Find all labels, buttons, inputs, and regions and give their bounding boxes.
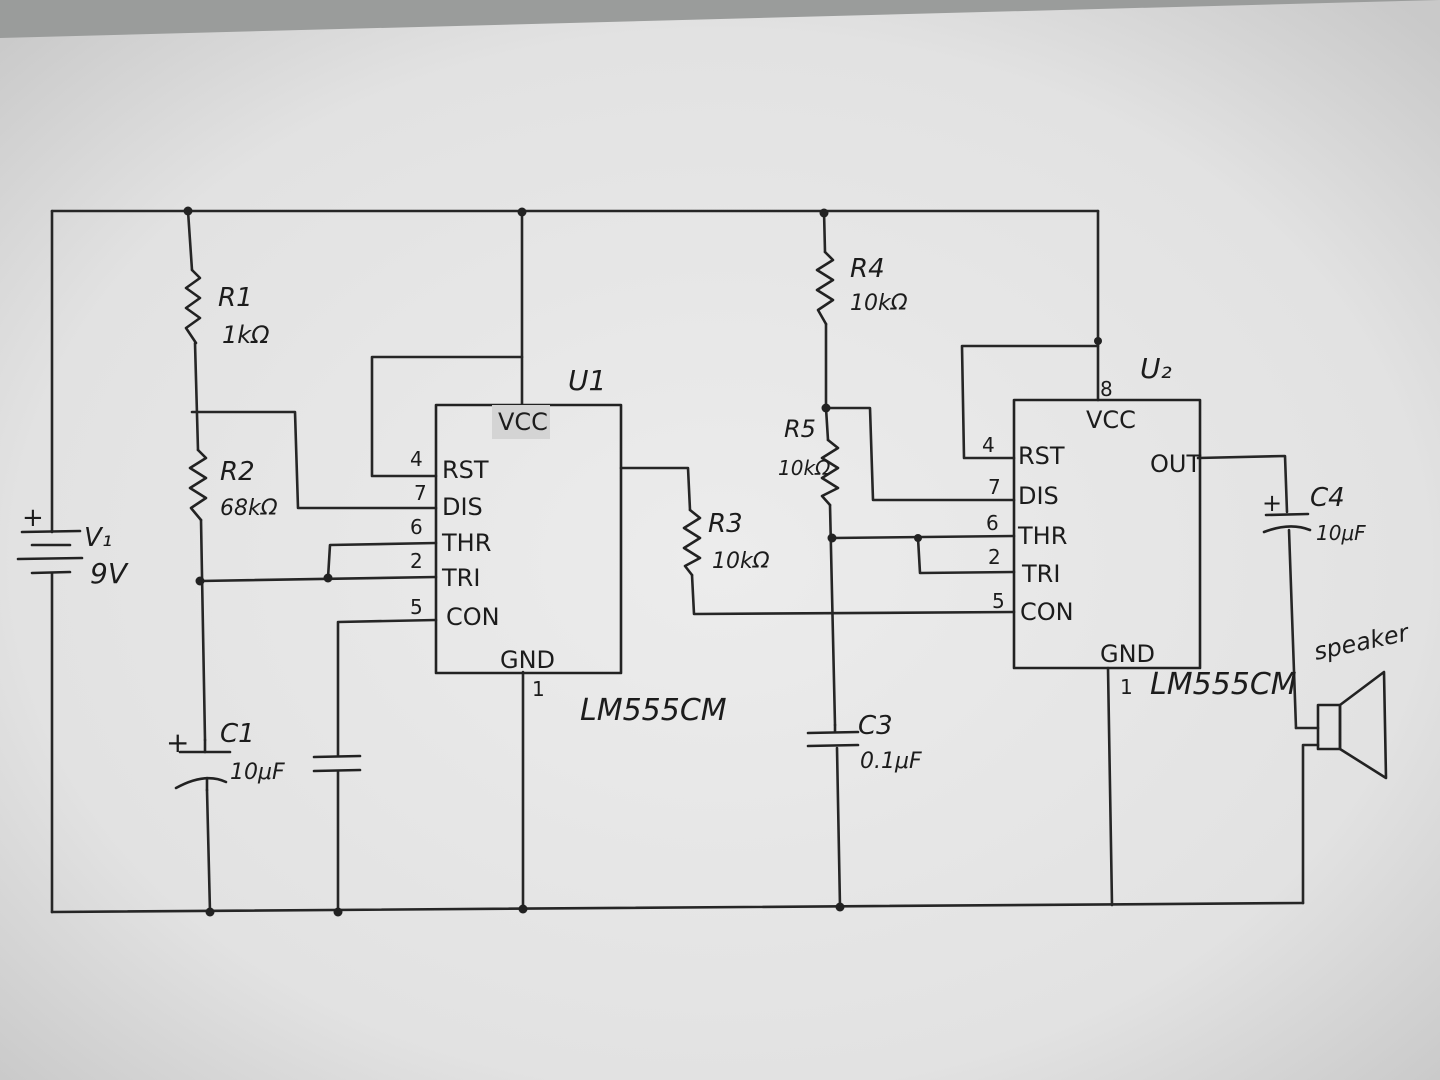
u2-gnd-label: GND	[1100, 640, 1155, 668]
u2-pin-num: 7	[988, 475, 1001, 499]
u2-vcc-pin: 8	[1100, 377, 1113, 401]
u1-ref: U1	[568, 364, 606, 397]
resistor-r4: R4 10kΩ	[815, 250, 908, 326]
u1-pin-name: TRI	[441, 564, 480, 592]
resistor-r1: R1 1kΩ	[184, 268, 270, 349]
resistor-r5: R5 10kΩ	[778, 415, 840, 507]
battery-plus: +	[22, 503, 44, 533]
capacitor-c4: + C4 10μF	[1262, 483, 1366, 545]
c1-plus: +	[166, 726, 189, 759]
capacitor-con-u1	[312, 754, 362, 773]
wires	[50, 209, 1320, 914]
ic-u1: VCC U1 GND 1 LM555CM 4 RST 7 DIS 6 THR 2…	[410, 364, 727, 728]
r4-value: 10kΩ	[850, 291, 908, 316]
junction-dots	[183, 206, 1102, 917]
r2-value: 68kΩ	[220, 496, 278, 521]
u2-pin-name: DIS	[1018, 482, 1059, 510]
capacitor-c3: C3 0.1μF	[806, 711, 922, 774]
u2-pin-name: TRI	[1021, 560, 1060, 588]
c4-name: C4	[1310, 483, 1345, 513]
u2-pin-num: 2	[988, 545, 1001, 569]
u2-pin-name: CON	[1020, 598, 1074, 626]
battery-v1: + V₁ 9V	[16, 503, 129, 590]
u1-pin-num: 2	[410, 549, 423, 573]
r5-name: R5	[784, 415, 816, 443]
u2-gnd-pin: 1	[1120, 675, 1133, 699]
u1-gnd-label: GND	[500, 646, 555, 674]
u2-pin-num: 5	[992, 589, 1005, 613]
capacitor-c1: + C1 10μF	[166, 719, 285, 792]
u2-pin-num: 6	[986, 511, 999, 535]
resistor-r3: R3 10kΩ	[682, 508, 770, 577]
resistor-r2: R2 68kΩ	[188, 448, 278, 522]
u2-ref: U₂	[1140, 352, 1172, 385]
u2-pin-name: RST	[1018, 442, 1065, 470]
u1-part: LM555CM	[580, 693, 727, 728]
battery-value: 9V	[90, 557, 129, 590]
u1-pin-num: 4	[410, 447, 423, 471]
u2-pin-num: 4	[982, 433, 995, 457]
u1-pin-num: 7	[414, 481, 427, 505]
c1-value: 10μF	[230, 760, 285, 785]
r5-value: 10kΩ	[778, 456, 831, 480]
r1-name: R1	[218, 283, 253, 313]
u1-pin-name: DIS	[442, 493, 483, 521]
u2-part: LM555CM	[1150, 667, 1297, 702]
battery-name: V₁	[84, 523, 112, 553]
u2-vcc-label: VCC	[1086, 406, 1136, 434]
u1-vcc-label: VCC	[498, 408, 548, 436]
c1-name: C1	[220, 719, 255, 749]
u1-pin-num: 5	[410, 595, 423, 619]
u1-pin-name: RST	[442, 456, 489, 484]
c3-value: 0.1μF	[860, 749, 922, 774]
ic-u2: VCC 8 U₂ OUT GND 1 LM555CM 4 RST 7 DIS 6…	[982, 352, 1297, 702]
r1-value: 1kΩ	[222, 321, 270, 349]
u1-pin-name: CON	[446, 603, 500, 631]
r2-name: R2	[220, 457, 255, 487]
u1-pin-name: THR	[441, 529, 491, 557]
c3-name: C3	[858, 711, 893, 741]
u1-pin-num: 6	[410, 515, 423, 539]
c4-plus: +	[1262, 489, 1282, 517]
u1-gnd-pin: 1	[532, 677, 545, 701]
c4-value: 10μF	[1316, 521, 1366, 545]
u2-pin-name: THR	[1017, 522, 1067, 550]
r3-value: 10kΩ	[712, 549, 770, 574]
r4-name: R4	[850, 254, 885, 284]
u2-out-label: OUT	[1150, 450, 1201, 478]
r3-name: R3	[708, 509, 743, 539]
